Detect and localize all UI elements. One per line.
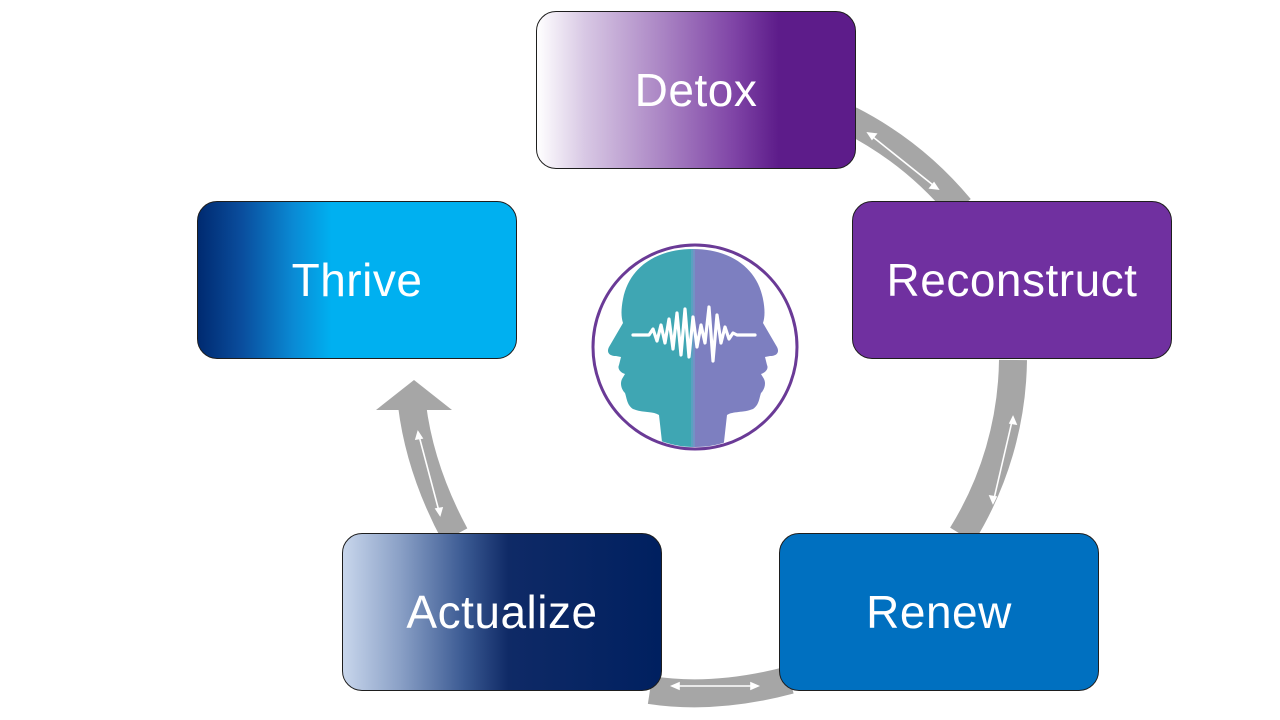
stage-reconstruct-label: Reconstruct (886, 254, 1138, 306)
double-headed-arrow-icon (866, 131, 940, 191)
double-headed-arrow-icon (669, 681, 761, 691)
ring-segment-detox-reconstruct (843, 107, 971, 218)
stage-detox-label: Detox (634, 64, 758, 116)
stage-thrive: Thrive (197, 201, 517, 359)
double-headed-arrow-icon (414, 430, 444, 517)
stage-actualize: Actualize (342, 533, 662, 691)
ring-segment-actualize-thrive (398, 403, 468, 542)
right-head-silhouette (693, 249, 779, 447)
stage-reconstruct: Reconstruct (852, 201, 1172, 359)
two-heads-soundwave-icon (591, 243, 799, 451)
arrowhead-up (376, 380, 452, 410)
double-headed-arrow-icon (988, 415, 1018, 505)
ring-segment-renew-actualize (647, 666, 794, 708)
left-head-silhouette (607, 249, 693, 447)
stage-renew-label: Renew (866, 586, 1012, 638)
stage-renew: Renew (779, 533, 1099, 691)
stage-detox: Detox (536, 11, 856, 169)
stage-actualize-label: Actualize (406, 586, 598, 638)
soundwave-line (631, 305, 757, 363)
ring-segment-reconstruct-renew (950, 359, 1027, 543)
stage-thrive-label: Thrive (291, 254, 423, 306)
